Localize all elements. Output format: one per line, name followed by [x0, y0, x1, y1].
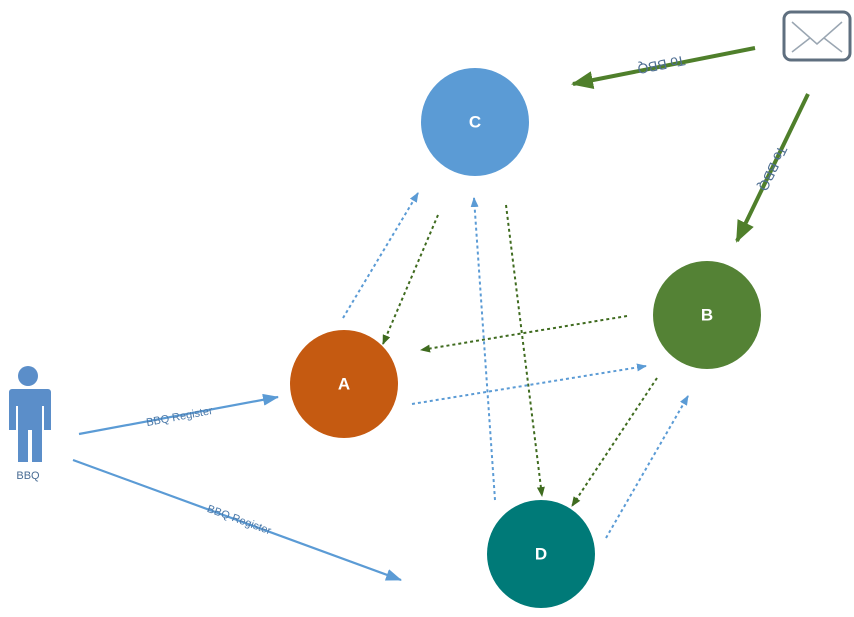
edge-label-mail-to-c: To BBQ: [636, 53, 687, 78]
envelope-fold-right: [823, 37, 843, 53]
actor-label: BBQ: [16, 470, 40, 482]
node-b-label: B: [701, 305, 713, 324]
envelope-body: [782, 10, 852, 62]
envelope-flap: [791, 21, 843, 45]
edge-c-to-d: [505, 204, 545, 497]
edge-c-to-a: [382, 214, 439, 345]
edge-mail-to-b: [735, 93, 810, 243]
person-body: [8, 389, 51, 462]
node-d[interactable]: D: [487, 500, 595, 608]
person-icon[interactable]: BBQ: [8, 366, 51, 482]
edge-b-to-a: [420, 315, 628, 353]
edge-mail-to-c: [571, 46, 756, 89]
envelope-icon[interactable]: [782, 10, 852, 62]
node-a-circle: [290, 330, 398, 438]
node-c-label: C: [469, 112, 481, 131]
envelope-fold-left: [791, 37, 811, 53]
edge-b-to-d: [571, 377, 658, 507]
node-b-circle: [653, 261, 761, 369]
edge-a-to-c: [342, 192, 419, 319]
node-d-label: D: [535, 544, 547, 563]
edge-actor-to-a: [78, 393, 279, 436]
node-a-label: A: [338, 374, 350, 393]
node-c-circle: [421, 68, 529, 176]
edge-label-actor-to-d: BBQ Register: [205, 503, 273, 537]
mail-edges: To BBQ To BBQ: [571, 46, 810, 243]
node-a[interactable]: A: [290, 330, 398, 438]
dotted-edges: [342, 192, 689, 539]
node-d-circle: [487, 500, 595, 608]
edge-label-mail-to-b: To BBQ: [755, 143, 791, 193]
edge-d-to-c: [470, 197, 496, 501]
edge-label-actor-to-a: BBQ Register: [145, 405, 214, 429]
person-head: [18, 366, 38, 386]
edge-actor-to-d: [72, 458, 402, 582]
node-b[interactable]: B: [653, 261, 761, 369]
edge-d-to-b: [605, 395, 689, 539]
node-c[interactable]: C: [421, 68, 529, 176]
